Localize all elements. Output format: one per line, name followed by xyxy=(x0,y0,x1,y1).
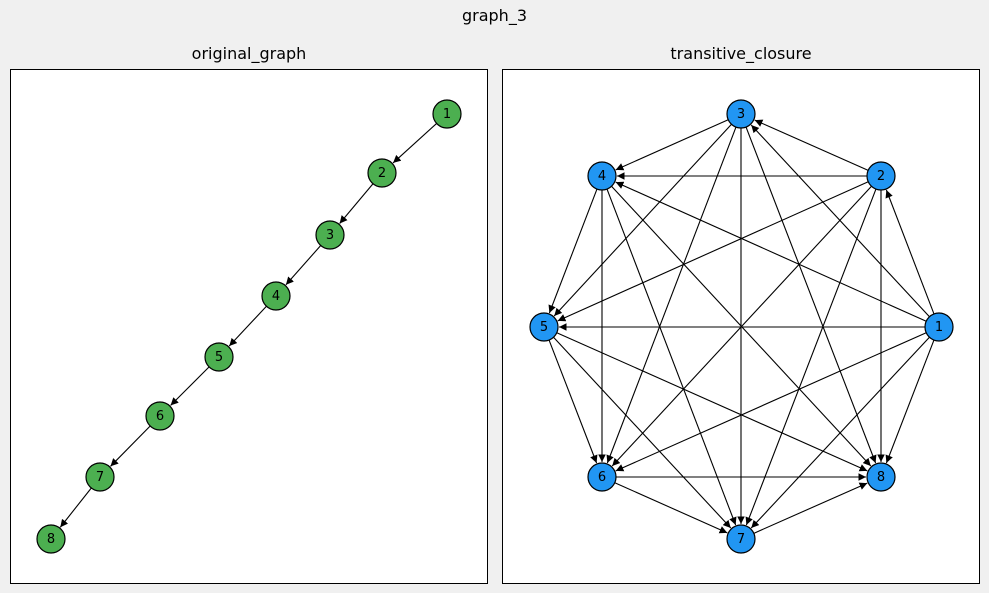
edge-3-4 xyxy=(285,245,322,286)
node-label: 2 xyxy=(378,166,386,181)
node-circle xyxy=(204,342,234,372)
node-4: 4 xyxy=(587,161,617,191)
node-5: 5 xyxy=(204,342,234,372)
original-graph-panel: 1 2 3 4 5 6 7 8 xyxy=(10,69,488,584)
node-circle xyxy=(529,312,559,342)
edge-3-8 xyxy=(745,126,877,464)
node-5: 5 xyxy=(529,312,559,342)
node-label: 3 xyxy=(737,107,745,122)
edge-4-5 xyxy=(228,305,267,347)
edge-2-3 xyxy=(754,119,869,171)
node-label: 7 xyxy=(737,532,745,547)
node-label: 8 xyxy=(47,532,55,547)
node-8: 8 xyxy=(866,462,896,492)
edge-1-6 xyxy=(615,332,927,472)
edge-5-6 xyxy=(548,339,598,464)
node-3: 3 xyxy=(315,220,345,250)
node-6: 6 xyxy=(587,462,617,492)
edge-2-7 xyxy=(745,188,877,526)
node-1: 1 xyxy=(924,312,954,342)
edge-6-7 xyxy=(614,482,728,534)
figure-title: graph_3 xyxy=(461,6,527,25)
left-panel-title: original_graph xyxy=(191,44,307,63)
node-circle xyxy=(726,524,756,554)
node-label: 6 xyxy=(156,409,164,424)
transitive-closure-panel: 1 2 3 4 5 6 7 8 xyxy=(502,69,980,584)
node-circle xyxy=(145,401,175,431)
node-6: 6 xyxy=(145,401,175,431)
edge-3-6 xyxy=(606,126,737,464)
edge-1-3 xyxy=(750,124,930,318)
edge-1-2 xyxy=(885,189,935,315)
node-label: 8 xyxy=(877,470,885,485)
node-circle xyxy=(432,99,462,129)
node-circle xyxy=(924,312,954,342)
node-4: 4 xyxy=(261,281,291,311)
node-label: 3 xyxy=(326,228,334,243)
node-label: 5 xyxy=(215,350,223,365)
node-circle xyxy=(36,524,66,554)
edge-1-4 xyxy=(615,181,927,322)
node-7: 7 xyxy=(726,524,756,554)
original-graph-canvas: 1 2 3 4 5 6 7 8 xyxy=(36,99,462,554)
node-label: 4 xyxy=(272,289,280,304)
node-2: 2 xyxy=(866,161,896,191)
node-label: 5 xyxy=(540,320,548,335)
edge-6-7 xyxy=(110,425,151,467)
edge-5-6 xyxy=(170,366,210,406)
node-label: 2 xyxy=(877,169,885,184)
edge-5-7 xyxy=(553,336,732,529)
edge-3-4 xyxy=(615,119,729,171)
node-label: 4 xyxy=(598,169,606,184)
node-circle xyxy=(587,161,617,191)
node-7: 7 xyxy=(85,462,115,492)
edge-4-5 xyxy=(548,188,598,314)
edge-7-8 xyxy=(59,487,92,528)
node-1: 1 xyxy=(432,99,462,129)
node-circle xyxy=(85,462,115,492)
node-circle xyxy=(315,220,345,250)
edge-1-2 xyxy=(392,123,438,164)
node-label: 6 xyxy=(598,470,606,485)
edge-5-8 xyxy=(556,332,868,472)
edge-1-8 xyxy=(885,339,935,464)
node-2: 2 xyxy=(367,158,397,188)
node-circle xyxy=(866,462,896,492)
node-circle xyxy=(261,281,291,311)
node-circle xyxy=(866,161,896,191)
node-label: 1 xyxy=(935,320,943,335)
edge-4-8 xyxy=(611,185,872,467)
node-circle xyxy=(587,462,617,492)
edge-2-3 xyxy=(339,183,374,224)
edge-7-8 xyxy=(753,482,868,534)
right-panel-title: transitive_closure xyxy=(670,44,812,63)
node-label: 7 xyxy=(96,470,104,485)
node-8: 8 xyxy=(36,524,66,554)
node-label: 1 xyxy=(443,107,451,122)
node-circle xyxy=(367,158,397,188)
node-3: 3 xyxy=(726,99,756,129)
edge-2-5 xyxy=(557,181,869,322)
edge-4-7 xyxy=(606,188,737,526)
node-circle xyxy=(726,99,756,129)
transitive-closure-canvas: 1 2 3 4 5 6 7 8 xyxy=(529,99,954,554)
